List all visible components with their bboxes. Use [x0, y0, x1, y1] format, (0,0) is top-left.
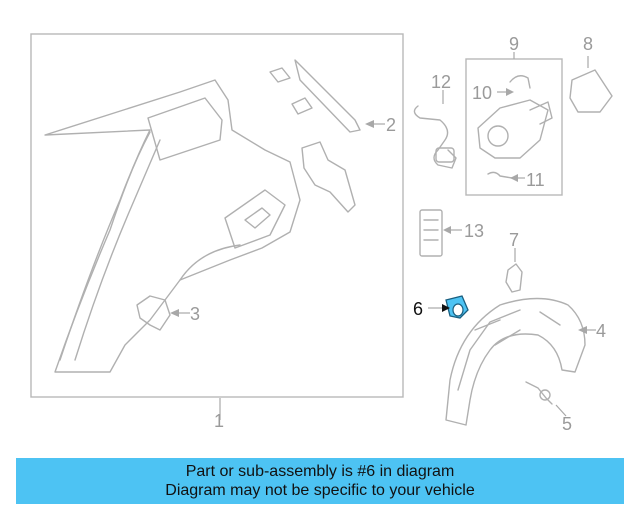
clip-part-7 [505, 263, 523, 293]
callout-10: 10 [472, 83, 492, 103]
callout-5: 5 [562, 414, 572, 434]
callout-12: 12 [431, 72, 451, 92]
fuel-door-housing-part-9 [465, 58, 563, 196]
quarter-panel-part-1 [44, 79, 301, 373]
callout-3: 3 [190, 304, 200, 324]
leader-lines [170, 52, 596, 420]
banner-line-1: Part or sub-assembly is #6 in diagram [185, 463, 455, 480]
callout-9: 9 [509, 34, 519, 54]
callout-8: 8 [583, 34, 593, 54]
callout-2: 2 [386, 115, 396, 135]
vent-part-13 [419, 209, 443, 257]
callout-6: 6 [413, 299, 423, 319]
callout-1: 1 [214, 411, 224, 431]
info-banner: Part or sub-assembly is #6 in diagram Di… [16, 458, 624, 504]
callout-7: 7 [509, 230, 519, 250]
callout-11: 11 [526, 170, 545, 190]
callout-4: 4 [596, 321, 606, 341]
grommet-part-6 [445, 295, 469, 319]
bracket-part-2 [269, 59, 361, 213]
fuel-door-part-8 [569, 69, 613, 113]
fuel-door-actuator-part-12 [413, 105, 457, 169]
wheelhouse-liner-part-4 [445, 297, 586, 426]
screw-part-5 [525, 381, 553, 405]
assembly-frame [30, 33, 404, 398]
bracket-part-3 [136, 295, 171, 331]
callout-13: 13 [464, 221, 484, 241]
banner-line-2: Diagram may not be specific to your vehi… [165, 482, 475, 499]
